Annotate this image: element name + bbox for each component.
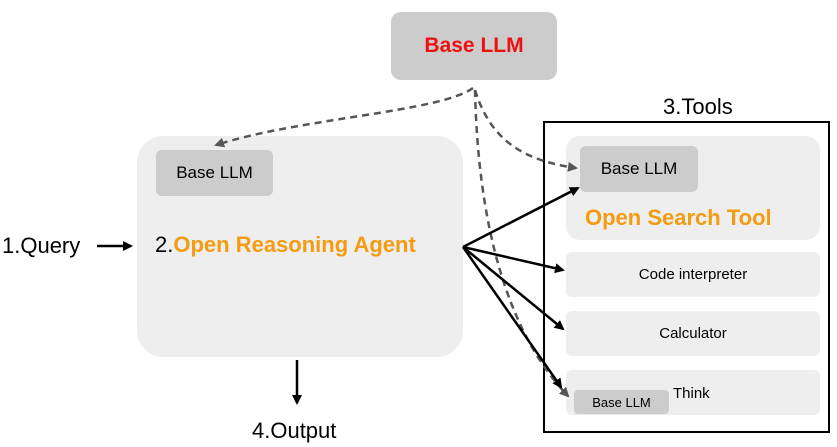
agent-title: 2.Open Reasoning Agent	[155, 232, 416, 258]
code-interpreter-box: Code interpreter	[566, 252, 820, 297]
agent-name: Open Reasoning Agent	[173, 232, 416, 257]
search-tool-name: Open Search Tool	[585, 205, 772, 230]
agent-base-llm-label: Base LLM	[176, 163, 253, 182]
think-label: Think	[673, 385, 710, 402]
calculator-label: Calculator	[659, 325, 727, 342]
code-interpreter-label: Code interpreter	[638, 266, 748, 283]
agent-prefix: 2.	[155, 232, 174, 257]
base-llm-top-box: Base LLM	[391, 12, 557, 80]
calculator-box: Calculator	[566, 311, 820, 356]
search-base-llm-box: Base LLM	[580, 146, 698, 192]
think-base-llm-label: Base LLM	[592, 394, 651, 410]
think-base-llm-box: Base LLM	[574, 390, 669, 414]
query-label: 1.Query	[2, 233, 81, 258]
search-base-llm-label: Base LLM	[600, 159, 678, 178]
agent-base-llm-box: Base LLM	[156, 150, 273, 196]
base-llm-top-label: Base LLM	[424, 34, 524, 57]
tools-title: 3.Tools	[663, 94, 733, 119]
output-label: 4.Output	[252, 418, 337, 443]
